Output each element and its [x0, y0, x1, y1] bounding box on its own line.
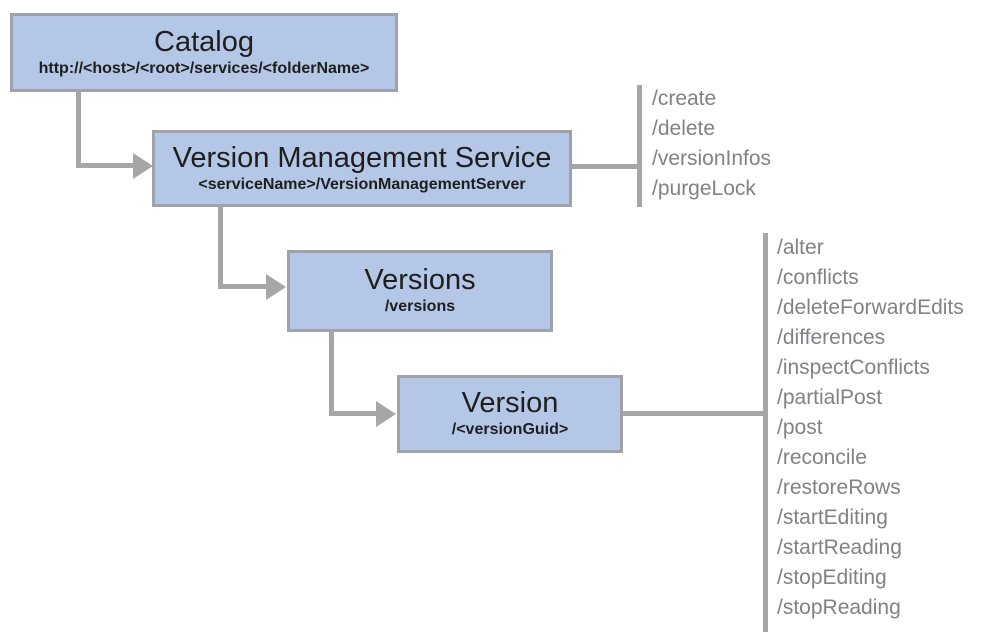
connector-catalog-vms-horizontal-line — [76, 163, 136, 168]
node-title: Versions — [364, 264, 476, 297]
node-title: Version Management Service — [172, 141, 552, 174]
operation-item: /stopEditing — [777, 566, 887, 589]
node-subtitle: <serviceName>/VersionManagementServer — [198, 175, 526, 193]
node-version: Version /<versionGuid> — [397, 375, 623, 453]
node-title: Version — [461, 387, 559, 420]
operation-item: /purgeLock — [652, 177, 756, 200]
operation-item: /stopReading — [777, 596, 901, 619]
node-catalog: Catalog http://<host>/<root>/services/<f… — [10, 13, 398, 92]
arrowhead-right-icon — [133, 153, 153, 179]
vms-operations-list: /create/delete/versionInfos/purgeLock — [652, 84, 771, 204]
arrowhead-right-icon — [376, 401, 396, 427]
connector-vms-operations-horizontal-line — [572, 164, 640, 169]
version-operations-rule — [763, 233, 768, 632]
connector-vms-versions-vertical-line — [218, 207, 223, 289]
connector-versions-version-horizontal-line — [329, 411, 378, 416]
operation-item: /differences — [777, 326, 886, 349]
operation-item: /create — [652, 87, 717, 110]
connector-version-operations-horizontal-line — [623, 411, 766, 416]
operation-item: /startEditing — [777, 506, 888, 529]
operation-item: /inspectConflicts — [777, 356, 930, 379]
operation-item: /post — [777, 416, 823, 439]
operation-item: /versionInfos — [652, 147, 772, 170]
arrowhead-right-icon — [266, 274, 286, 300]
connector-catalog-vms-vertical-line — [76, 91, 81, 168]
operation-item: /partialPost — [777, 386, 883, 409]
connector-vms-versions-horizontal-line — [218, 284, 268, 289]
operation-item: /delete — [652, 117, 716, 140]
node-versions: Versions /versions — [287, 250, 553, 332]
vms-operations-rule — [637, 85, 642, 207]
operation-item: /startReading — [777, 536, 902, 559]
version-operations-list: /alter/conflicts/deleteForwardEdits/diff… — [777, 233, 964, 623]
operation-item: /restoreRows — [777, 476, 901, 499]
operation-item: /reconcile — [777, 446, 867, 469]
operation-item: /deleteForwardEdits — [777, 296, 964, 319]
connector-versions-version-vertical-line — [329, 331, 334, 416]
node-subtitle: http://<host>/<root>/services/<folderNam… — [38, 59, 370, 77]
node-subtitle: /<versionGuid> — [451, 421, 569, 439]
node-title: Catalog — [154, 25, 254, 58]
operation-item: /conflicts — [777, 266, 859, 289]
node-subtitle: /versions — [384, 298, 456, 316]
node-version-management-service: Version Management Service <serviceName>… — [152, 130, 572, 207]
operation-item: /alter — [777, 236, 824, 259]
